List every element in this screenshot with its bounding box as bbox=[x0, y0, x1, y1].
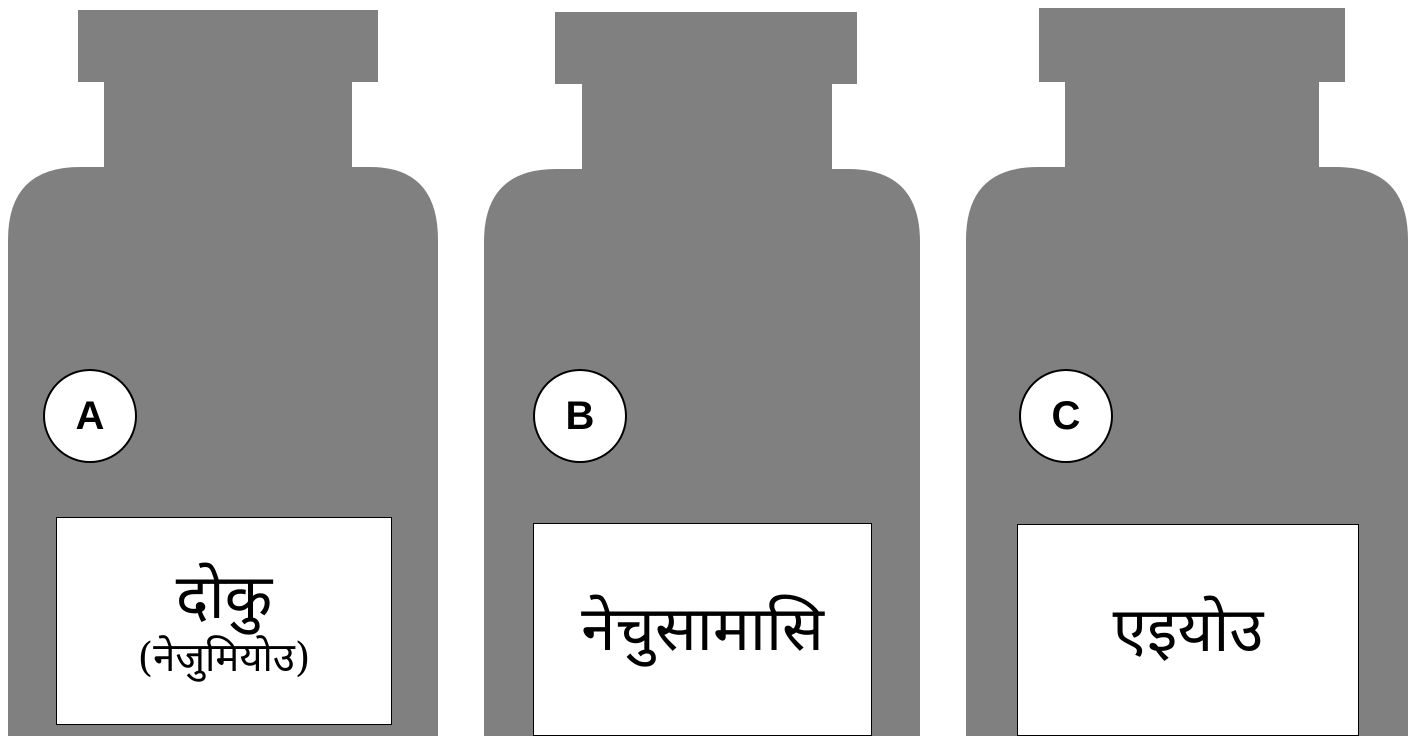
bottle-c-label: एइयोउ bbox=[1017, 524, 1359, 736]
bottle-c-letter-badge: C bbox=[1019, 369, 1113, 463]
bottle-a-letter: A bbox=[75, 393, 105, 438]
bottle-a-label-sub: (नेजुमियोउ) bbox=[137, 635, 311, 682]
bottle-c-label-main: एइयोउ bbox=[1112, 592, 1264, 666]
bottle-b-label: नेचुसामासि bbox=[533, 523, 872, 736]
bottle-b-label-main: नेचुसामासि bbox=[581, 592, 824, 666]
bottle-b-letter-badge: B bbox=[533, 369, 627, 463]
bottle-c-letter: C bbox=[1051, 393, 1081, 438]
bottle-b-letter: B bbox=[565, 393, 595, 438]
bottle-a-letter-badge: A bbox=[43, 369, 137, 463]
bottle-a-label: दोकु (नेजुमियोउ) bbox=[56, 517, 392, 725]
bottle-a-label-main: दोकु bbox=[175, 559, 273, 633]
